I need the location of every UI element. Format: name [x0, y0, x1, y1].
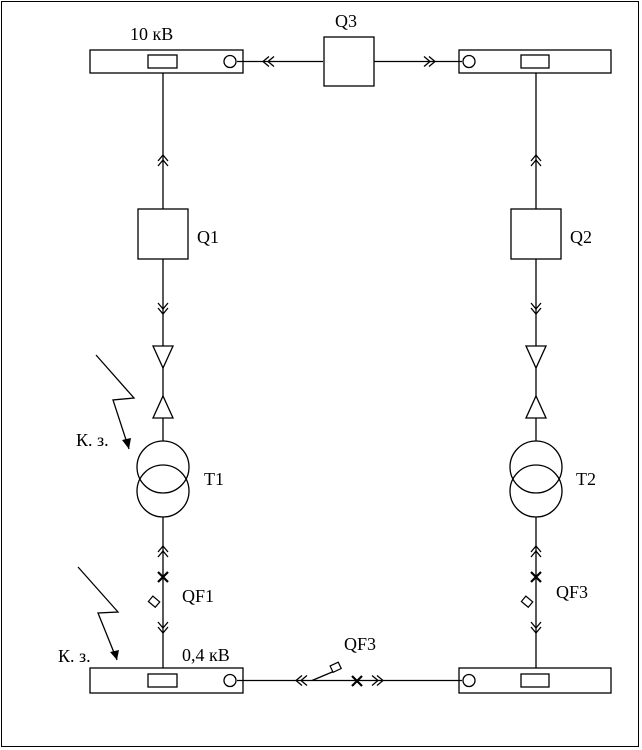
- breaker-qf3-contact-icon: [311, 661, 343, 682]
- breaker-qf1-contact-icon: [147, 595, 161, 609]
- short-circuit-arrow-icon: [95, 354, 136, 450]
- breaker-qf3-contact-icon: [520, 595, 534, 609]
- label-bus-10kv: 10 кВ: [130, 24, 173, 44]
- bus-04kv-left: [89, 667, 244, 694]
- bus-10kv-right: [458, 49, 612, 74]
- bus-terminal: [223, 54, 237, 69]
- label-kz-upper: К. з.: [76, 430, 109, 450]
- arrowhead-icon: [110, 650, 119, 660]
- label-qf3-right: QF3: [556, 582, 588, 602]
- label-kz-lower: К. з.: [58, 646, 91, 666]
- label-q2: Q2: [570, 227, 592, 247]
- cable-termination-icon: [525, 395, 547, 419]
- cable-termination-icon: [525, 345, 547, 369]
- transformer-t2: [509, 440, 563, 518]
- bus-terminal: [223, 673, 237, 688]
- cable-termination-icon: [152, 345, 174, 369]
- arrowhead-icon: [122, 438, 131, 449]
- label-qf1: QF1: [182, 586, 214, 606]
- cable-termination-icon: [152, 395, 174, 419]
- breaker-q3: [323, 36, 375, 87]
- bus-terminal: [462, 673, 476, 688]
- breaker-q1: [137, 208, 189, 260]
- label-bus-04kv: 0,4 кВ: [182, 645, 230, 665]
- transformer-t1: [136, 440, 190, 518]
- label-qf3-bottom: QF3: [344, 634, 376, 654]
- label-q3: Q3: [335, 11, 357, 31]
- bus-04kv-right: [458, 667, 612, 694]
- bus-indicator: [520, 673, 550, 688]
- bus-indicator: [147, 673, 178, 688]
- breaker-qf3-cross-icon: [351, 675, 363, 687]
- bus-10kv-left: [89, 49, 244, 74]
- breaker-q2: [510, 208, 562, 260]
- breaker-qf3-cross-icon: [530, 571, 542, 583]
- label-t2: T2: [576, 469, 596, 489]
- label-q1: Q1: [197, 227, 219, 247]
- bus-indicator: [520, 54, 550, 69]
- breaker-qf1-cross-icon: [157, 571, 169, 583]
- label-t1: T1: [204, 469, 224, 489]
- bus-indicator: [147, 54, 178, 69]
- bus-terminal: [462, 54, 476, 69]
- short-circuit-arrow-icon: [77, 566, 120, 661]
